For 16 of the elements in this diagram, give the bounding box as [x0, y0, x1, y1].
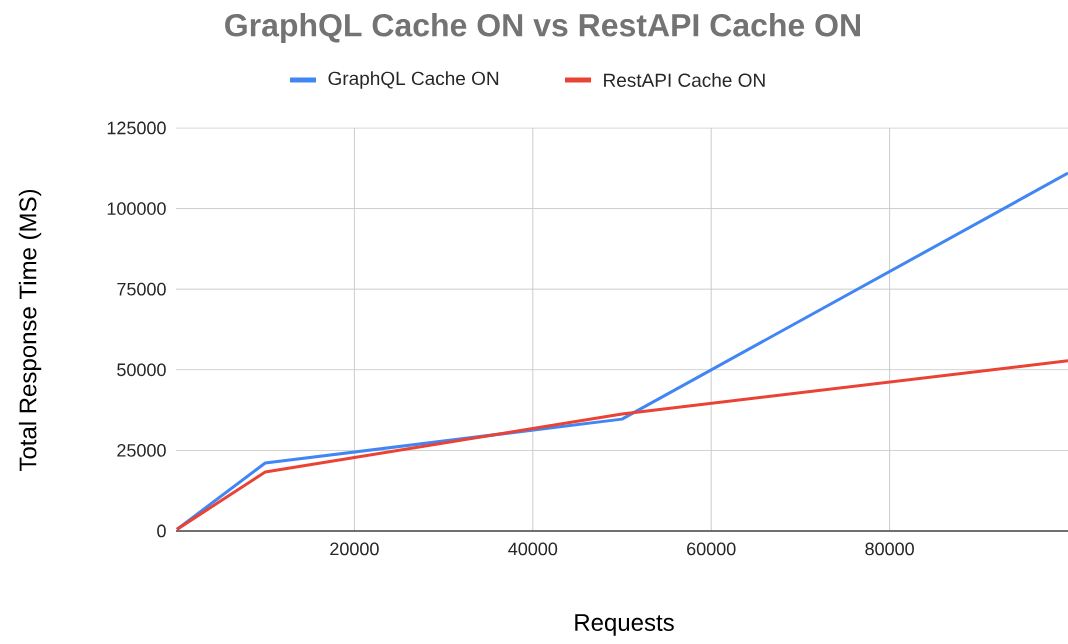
legend-label: GraphQL Cache ON — [328, 71, 499, 89]
y-tick-label: 50000 — [117, 363, 166, 377]
y-tick-label: 125000 — [107, 121, 166, 135]
y-tick-label: 75000 — [117, 282, 166, 296]
x-tick-label: 20000 — [330, 542, 379, 556]
y-tick-label: 100000 — [107, 202, 166, 215]
legend-label: RestAPI Cache ON — [604, 73, 765, 87]
x-tick-label: 80000 — [865, 542, 914, 556]
x-tick-label: 60000 — [687, 542, 736, 556]
axis-title: Requests — [575, 614, 674, 636]
y-tick-label: 0 — [157, 524, 166, 538]
chart-title: GraphQL Cache ON vs RestAPI Cache ON — [225, 13, 860, 43]
axis-title: Total Response Time (MS) — [18, 189, 42, 472]
x-tick-label: 40000 — [508, 542, 558, 556]
y-tick-label: 25000 — [117, 444, 166, 457]
line-series — [176, 359, 1068, 531]
